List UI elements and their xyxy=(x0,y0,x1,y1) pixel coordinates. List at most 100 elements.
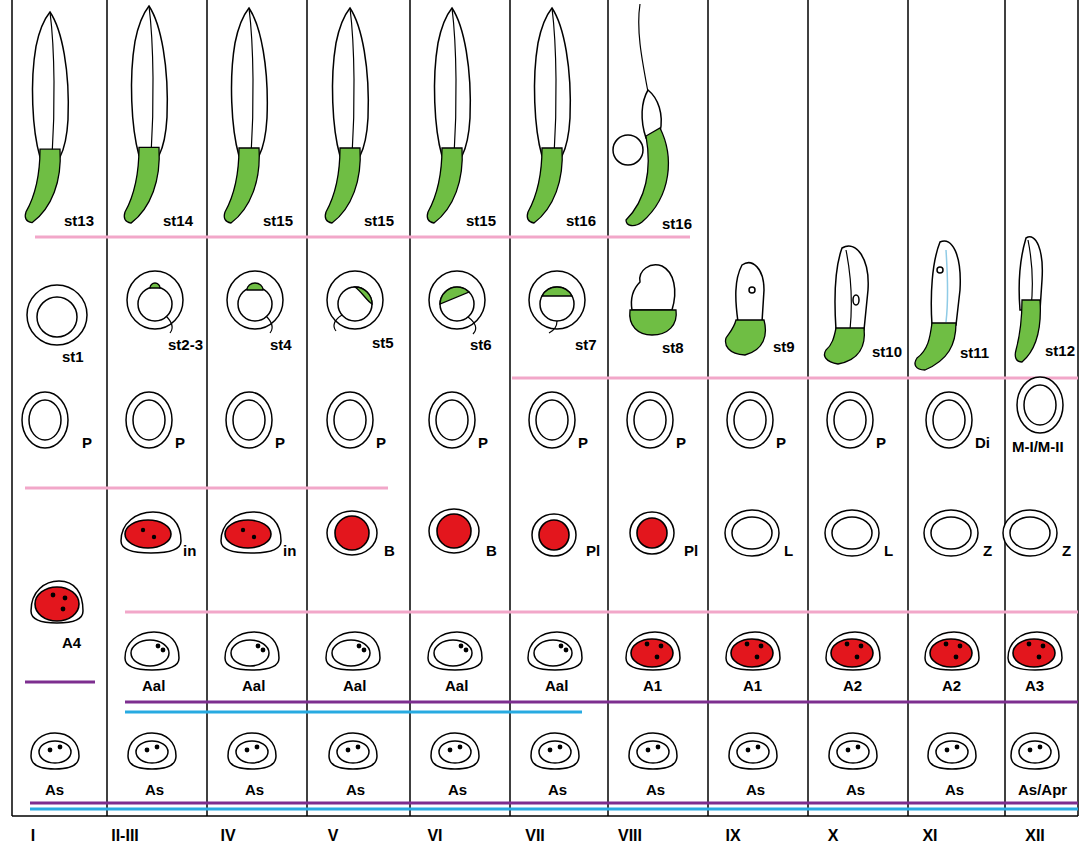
stage-boundary-line xyxy=(1004,0,1006,816)
spermatocyte-cell xyxy=(825,510,879,556)
spermatogonium-cell xyxy=(528,632,582,670)
spermatogonium-cell xyxy=(221,512,281,553)
spermatogonia-label: As xyxy=(45,782,64,797)
spermatogonium-cell xyxy=(327,511,377,555)
round-spermatid xyxy=(27,285,87,345)
spermatocyte-label: P xyxy=(82,435,92,450)
spermatogonia-label: Aal xyxy=(445,678,468,693)
spermatid-stage-label: st15 xyxy=(364,213,394,228)
spermatid-stage-label: st9 xyxy=(773,339,795,354)
elongating-spermatid xyxy=(630,265,677,335)
spermatid-head xyxy=(630,310,677,335)
spermatogonia-label: A4 xyxy=(62,635,81,650)
stage-boundary-line xyxy=(607,0,609,816)
spermatogonia-label: B xyxy=(384,543,395,558)
spermatogonia-label: B xyxy=(486,543,497,558)
spermatogonia-label: Aal xyxy=(142,678,165,693)
spermatogonia-label: As xyxy=(846,782,865,797)
spermatocyte-cell xyxy=(226,392,272,448)
spermatid-stage-label: st1 xyxy=(62,349,84,364)
spermatocyte-label: Di xyxy=(975,435,990,450)
pink-bar xyxy=(35,236,690,239)
spermatocyte-cell xyxy=(22,392,68,448)
elongating-spermatid xyxy=(825,246,869,364)
spermatocyte-cell xyxy=(1017,377,1063,433)
elongated-spermatid xyxy=(224,8,267,223)
elongated-spermatid xyxy=(25,12,68,223)
spermatid-stage-label: st6 xyxy=(470,337,492,352)
spermatogonia-label: As xyxy=(646,782,665,797)
purple-bar xyxy=(125,701,1078,704)
spermatid-stage-label: st13 xyxy=(64,213,94,228)
sheath-line xyxy=(1028,240,1032,308)
stage-numeral: V xyxy=(328,828,339,844)
blue-bar xyxy=(30,808,1078,811)
spermatogonium-cell xyxy=(1011,733,1059,769)
stage-numeral: VII xyxy=(525,828,545,844)
stage-boundary-line xyxy=(11,0,13,816)
spermatogonium-cell xyxy=(431,733,479,769)
spermatogonia-label: As xyxy=(448,782,467,797)
spermatocyte-cell xyxy=(627,392,673,448)
spermatogonia-label: As xyxy=(945,782,964,797)
spermatogonia-label: As/Apr xyxy=(1018,782,1067,797)
spermatocyte-cell xyxy=(727,392,773,448)
spermatid-head xyxy=(915,323,956,370)
spermatid-body xyxy=(931,241,960,325)
stage-numeral: IV xyxy=(220,828,235,844)
spermatid-body xyxy=(631,265,674,310)
spermatocyte-label: P xyxy=(478,435,488,450)
acrosome xyxy=(355,287,372,304)
spermatid-stage-label: st15 xyxy=(263,213,293,228)
spermatogonium-cell xyxy=(1008,632,1062,670)
stage-numeral: VI xyxy=(427,828,442,844)
spermatogonium-cell xyxy=(531,733,579,769)
round-spermatid xyxy=(429,271,485,329)
stage-numeral: I xyxy=(31,828,35,844)
spermatocyte-label: P xyxy=(175,435,185,450)
spermatid-stage-label: st5 xyxy=(372,335,394,350)
spermatocyte-label: Pl xyxy=(586,543,600,558)
spermatocyte-label: Pl xyxy=(684,543,698,558)
spermatogonium-cell xyxy=(826,632,880,670)
pink-bar xyxy=(25,487,388,490)
spermatid-nucleus xyxy=(37,297,77,337)
spermatocyte-label: in xyxy=(283,543,296,558)
spermatocyte-cell xyxy=(529,392,575,448)
spermatogonium-cell xyxy=(925,632,979,670)
spermatocyte-cell xyxy=(926,392,972,448)
spermatogonium-cell xyxy=(121,512,181,553)
spermatocyte-label: P xyxy=(676,435,686,450)
round-spermatid xyxy=(27,285,87,345)
spermatid-head xyxy=(726,320,766,355)
acrosome xyxy=(150,283,160,288)
spermatogonium-cell xyxy=(128,733,176,769)
spermatogonia-label: As xyxy=(548,782,567,797)
spermatogonia-label: A2 xyxy=(843,678,862,693)
spermatogonia-label: A1 xyxy=(643,678,662,693)
spermatogonium-cell xyxy=(629,733,677,769)
spermatid-stage-label: st8 xyxy=(662,340,684,355)
spermatocyte-cell xyxy=(725,510,779,556)
spermatid-stage-label: st14 xyxy=(163,213,193,228)
spermatocyte-label: L xyxy=(884,543,893,558)
flagellum xyxy=(266,316,272,333)
spermatogonium-cell xyxy=(626,632,680,670)
spermatocyte-cell xyxy=(924,510,978,556)
elongated-spermatid xyxy=(124,6,167,223)
spermatogonium-cell xyxy=(225,632,279,670)
residual-body xyxy=(613,135,643,165)
spermatid-stage-label: st4 xyxy=(270,337,292,352)
elongated-spermatid xyxy=(527,8,570,223)
elongated-spermatid xyxy=(325,8,368,223)
spermatid-stage-label: st10 xyxy=(872,344,902,359)
stage-numeral: II-III xyxy=(111,828,139,844)
stage-boundary-line xyxy=(306,0,308,816)
spermatogonium-cell xyxy=(31,581,83,623)
spermatocyte-cell xyxy=(126,392,172,448)
acrosome xyxy=(542,287,572,296)
purple-bar xyxy=(30,802,1078,805)
spermatid-stage-label: st15 xyxy=(466,213,496,228)
spermatogonium-cell xyxy=(329,733,377,769)
